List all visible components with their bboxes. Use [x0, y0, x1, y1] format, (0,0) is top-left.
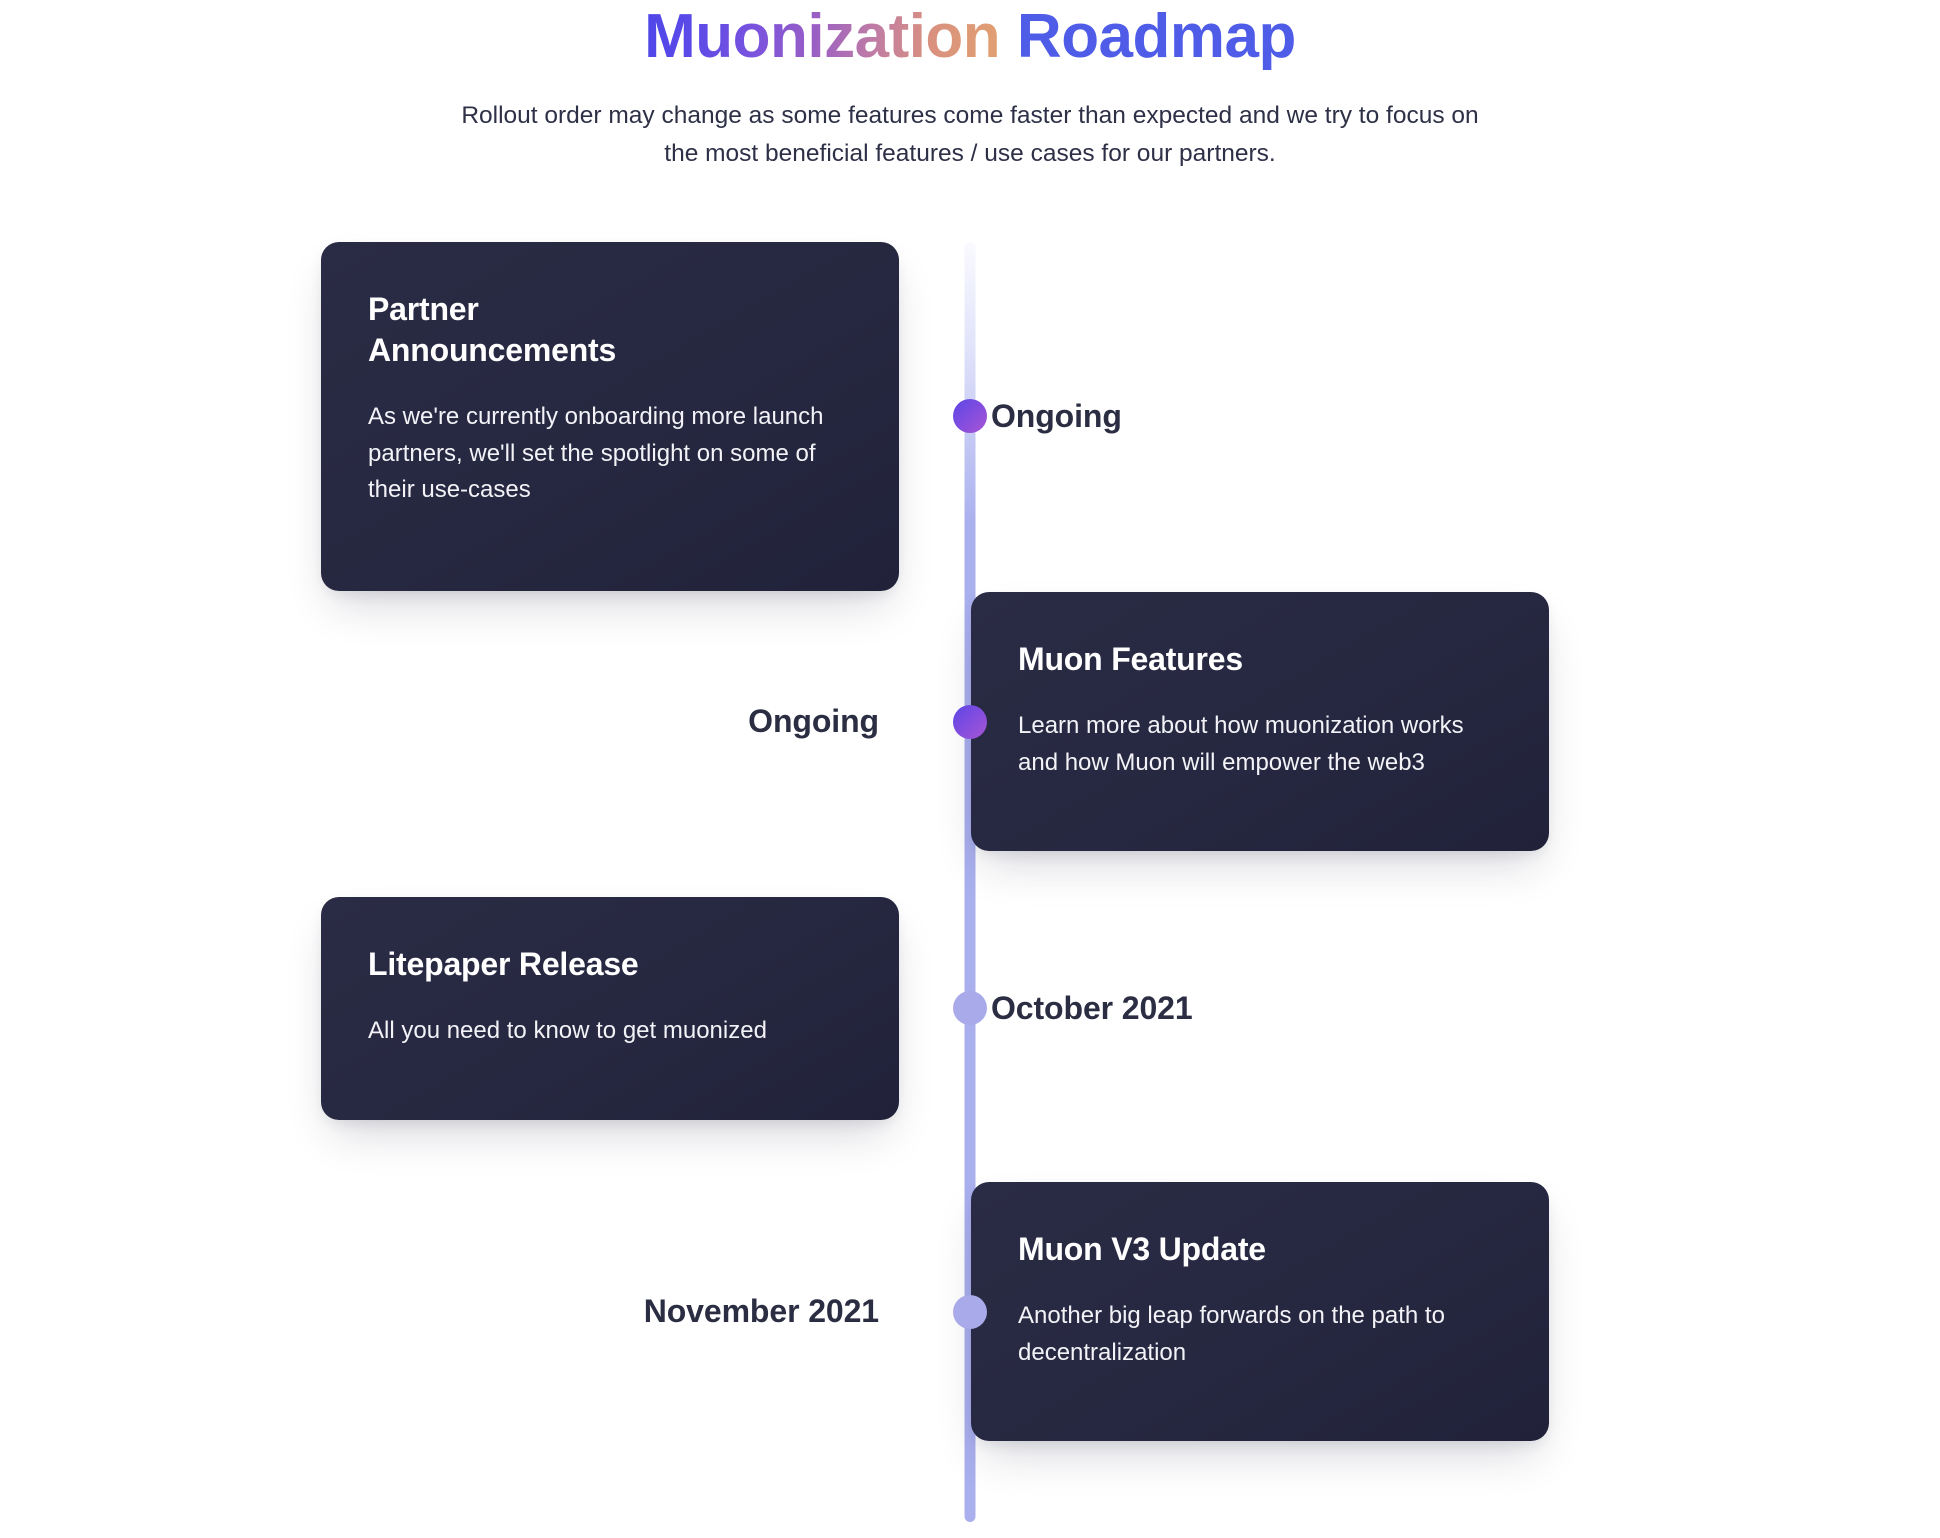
- timeline-row-muon-features: Ongoing Muon Features Learn more about h…: [0, 591, 1940, 852]
- timeline-dot-icon[interactable]: [953, 704, 987, 739]
- page-header: Muonization Roadmap Rollout order may ch…: [0, 0, 1940, 172]
- timeline-dot-wrapper: [948, 986, 992, 1030]
- roadmap-card-body: As we're currently onboarding more launc…: [368, 402, 824, 504]
- timeline-row-muon-v3-update: November 2021 Muon V3 Update Another big…: [0, 1181, 1940, 1442]
- timeline-right-column: October 2021: [935, 990, 1940, 1027]
- timeline-dot-wrapper: [948, 700, 992, 744]
- roadmap-card-muon-v3-update[interactable]: Muon V3 Update Another big leap forwards…: [971, 1181, 1549, 1442]
- page-subtitle: Rollout order may change as some feature…: [455, 97, 1485, 171]
- page-subtitle-line-1: Rollout order may change as some feature…: [461, 102, 1318, 130]
- roadmap-card-title: Muon Features: [1018, 640, 1243, 677]
- roadmap-card-muon-features[interactable]: Muon Features Learn more about how muoni…: [971, 591, 1549, 852]
- timeline-left-column: Ongoing: [0, 703, 935, 740]
- page-title: Muonization Roadmap: [0, 2, 1940, 71]
- timeline-left-column: Partner Announcements As we're currently…: [0, 241, 935, 591]
- page-subtitle-line-2: try to focus on the most beneficial feat…: [664, 102, 1479, 167]
- timeline-dot-icon[interactable]: [953, 1294, 987, 1329]
- page-title-gradient-text: Muonization: [644, 2, 1001, 71]
- timeline-right-column: Muon Features Learn more about how muoni…: [935, 591, 1940, 852]
- roadmap-card-body: All you need to know to get muonized: [368, 1016, 767, 1044]
- timeline-row-litepaper-release: Litepaper Release All you need to know t…: [0, 896, 1940, 1120]
- milestone-label-ongoing-1: Ongoing: [991, 397, 1122, 434]
- milestone-label-november-2021: November 2021: [643, 1293, 879, 1330]
- roadmap-card-litepaper-release[interactable]: Litepaper Release All you need to know t…: [321, 896, 899, 1120]
- timeline-dot-wrapper: [948, 1290, 992, 1334]
- roadmap-card-title: Partner Announcements: [368, 290, 617, 368]
- timeline-dot-icon[interactable]: [953, 399, 987, 434]
- milestone-label-october-2021: October 2021: [991, 989, 1193, 1026]
- roadmap-card-partner-announcements[interactable]: Partner Announcements As we're currently…: [321, 241, 899, 591]
- timeline-right-column: Muon V3 Update Another big leap forwards…: [935, 1181, 1940, 1442]
- timeline-left-column: November 2021: [0, 1293, 935, 1330]
- milestone-label-ongoing-2: Ongoing: [748, 703, 879, 740]
- roadmap-card-body: Another big leap forwards on the path to…: [1018, 1301, 1445, 1366]
- timeline-right-column: Ongoing: [935, 398, 1940, 435]
- page-title-solid-text: Roadmap: [1000, 2, 1296, 71]
- roadmap-card-title: Litepaper Release: [368, 945, 639, 982]
- timeline-row-partner-announcements: Partner Announcements As we're currently…: [0, 241, 1940, 591]
- timeline-spine-line: [964, 241, 976, 1522]
- timeline-dot-wrapper: [948, 394, 992, 438]
- roadmap-timeline: Partner Announcements As we're currently…: [0, 241, 1940, 1522]
- timeline-dot-icon[interactable]: [953, 991, 987, 1026]
- roadmap-card-title: Muon V3 Update: [1018, 1230, 1266, 1267]
- timeline-left-column: Litepaper Release All you need to know t…: [0, 896, 935, 1120]
- roadmap-card-body: Learn more about how muonization works a…: [1018, 711, 1464, 776]
